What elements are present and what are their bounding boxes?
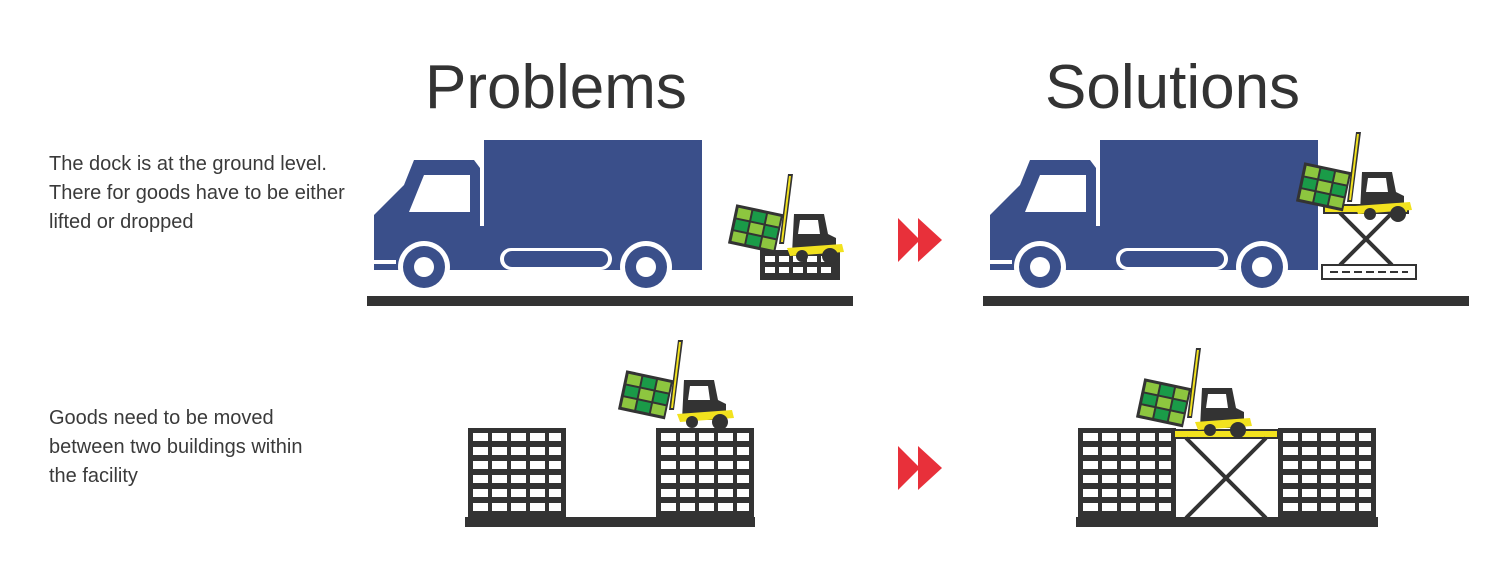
solution-1-scene [983, 132, 1469, 306]
building-icon [468, 428, 566, 520]
forklift-icon [617, 340, 734, 430]
ground-line [465, 517, 755, 527]
double-chevron-arrow-icon [898, 218, 942, 262]
problem-1-scene [367, 140, 853, 306]
ground-line [367, 296, 853, 306]
building-icon [656, 428, 754, 520]
solution-2-scene [1076, 348, 1378, 527]
forklift-icon [1135, 348, 1252, 438]
row-1-line-3: lifted or dropped [49, 211, 194, 233]
building-icon [1278, 428, 1376, 520]
row-1-line-1: The dock is at the ground level. [49, 153, 327, 175]
row-2-description: Goods need to be moved between two build… [49, 404, 369, 491]
truck-icon [990, 140, 1318, 293]
scissor-lift-icon [1321, 204, 1417, 280]
problems-heading: Problems [425, 53, 687, 122]
problem-2-scene [465, 340, 755, 527]
row-2-line-2: between two buildings within [49, 436, 303, 458]
building-icon [1078, 428, 1176, 520]
solutions-heading: Solutions [1045, 53, 1301, 122]
row-2-line-3: the facility [49, 465, 138, 487]
row-1-description: The dock is at the ground level. There f… [49, 150, 369, 237]
ground-line [983, 296, 1469, 306]
ground-line [1076, 517, 1378, 527]
scissor-lift-icon [1173, 429, 1279, 520]
row-1-line-2: There for goods have to be either [49, 182, 345, 204]
truck-icon [374, 140, 702, 293]
row-2-line-1: Goods need to be moved [49, 407, 274, 429]
double-chevron-arrow-icon [898, 446, 942, 490]
